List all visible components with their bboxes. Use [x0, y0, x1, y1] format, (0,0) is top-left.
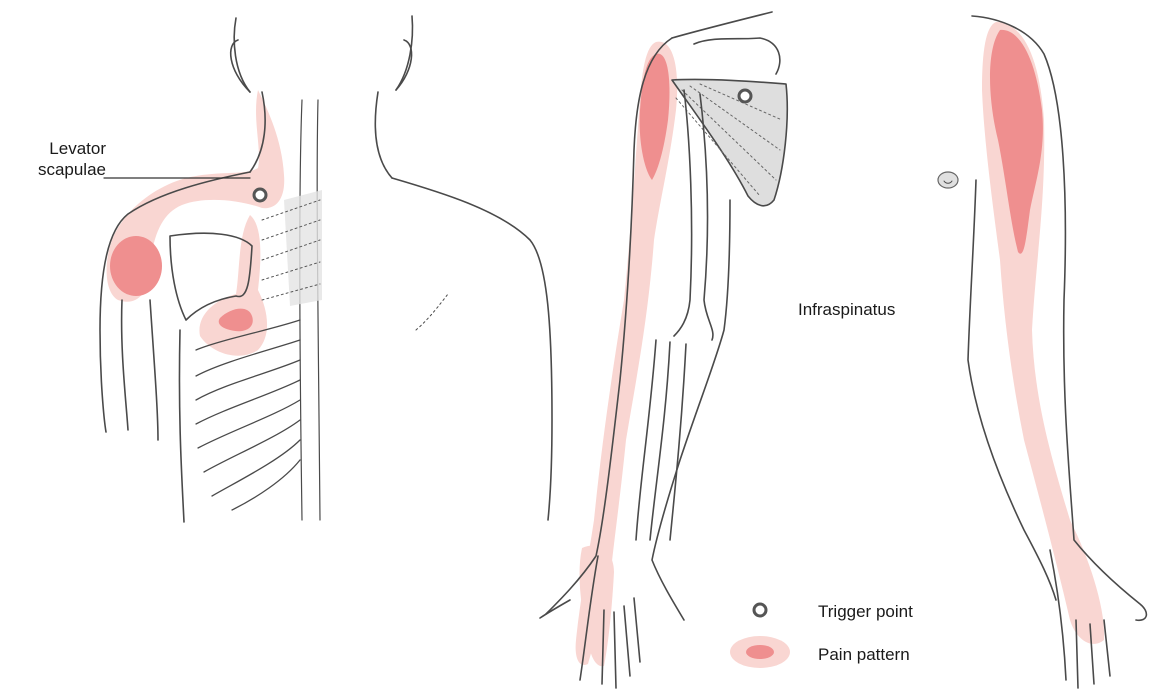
legend-trigger-point-icon [754, 604, 766, 616]
legend-pain-pattern-core [746, 645, 774, 659]
infraspinatus-label: Infraspinatus [798, 299, 895, 320]
posterior-arm-figure [540, 12, 787, 688]
right-ear [396, 40, 412, 90]
legend [730, 604, 790, 668]
right-shoulder-outline [392, 178, 552, 520]
levator-pain-core-shoulder [110, 236, 162, 296]
levator-scapulae-label: Levator scapulae [10, 138, 106, 180]
humerus [674, 90, 692, 336]
head-outline [234, 18, 250, 92]
anterior-arm-figure [938, 16, 1146, 688]
levator-label-line2: scapulae [10, 159, 106, 180]
legend-pain-pattern-label: Pain pattern [818, 644, 910, 665]
spine [317, 100, 320, 520]
left-ear [231, 40, 250, 92]
levator-muscle-shading [284, 190, 322, 306]
back-figure [100, 16, 552, 522]
legend-trigger-point-label: Trigger point [818, 601, 913, 622]
nipple [938, 172, 958, 188]
levator-pain-pattern-light [107, 90, 285, 356]
levator-trigger-point [254, 189, 266, 201]
infraspinatus-trigger-point [739, 90, 751, 102]
levator-label-line1: Levator [10, 138, 106, 159]
